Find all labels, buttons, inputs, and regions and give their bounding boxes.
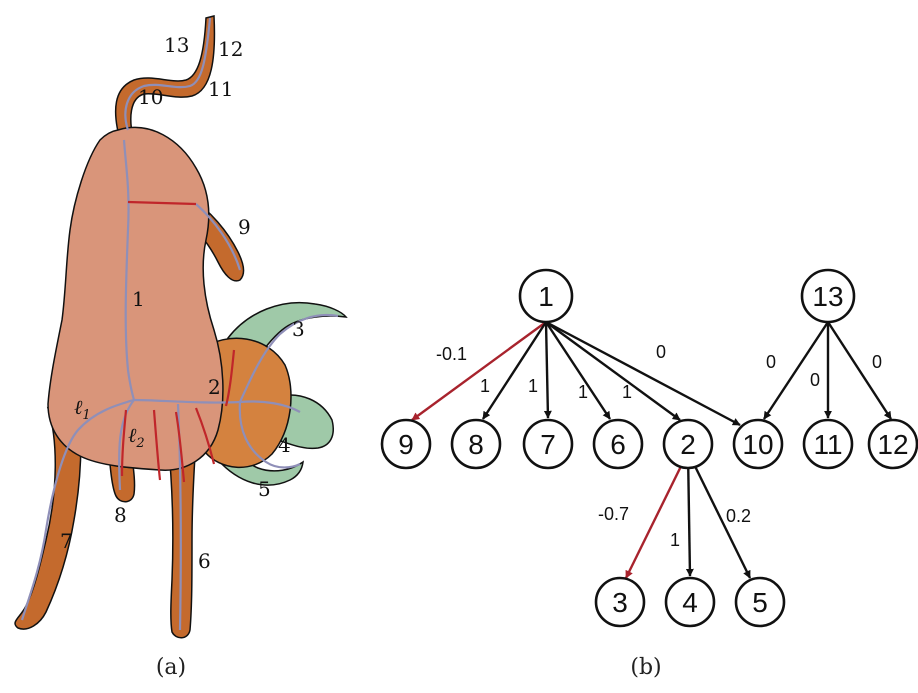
torso [47,126,224,471]
part-label-7: 7 [60,529,73,553]
tree-node-10: 10 [732,418,784,470]
skeleton-lines [20,17,339,631]
line-label-l2: ℓ2 [128,423,145,451]
tree-node-6: 6 [592,418,644,470]
edge-weight-1-10: 0 [656,342,666,362]
tree-node-7: 7 [522,418,574,470]
tree-node-12: 12 [867,418,918,470]
svg-text:9: 9 [398,429,414,460]
edge-weight-2-4: 1 [670,530,680,550]
part-label-8: 8 [114,503,127,527]
part-label-12: 12 [218,37,243,61]
tree-edges [411,320,893,579]
svg-text:11: 11 [813,429,842,460]
caption-a: (a) [156,655,186,680]
svg-text:10: 10 [742,429,773,460]
svg-text:4: 4 [682,587,698,618]
edge-1-9 [411,321,547,421]
part-label-5: 5 [258,477,271,501]
part-label-4: 4 [278,433,291,457]
tree-node-3: 3 [594,576,646,628]
edge-weight-13-12: 0 [872,352,882,372]
edge-weight-1-6: 1 [578,382,588,402]
edge-1-2 [545,321,681,421]
tree-node-9: 9 [380,418,432,470]
line-label-l1: ℓ1 [74,395,91,423]
part-label-6: 6 [198,549,211,573]
part-label-1: 1 [132,287,145,311]
svg-text:6: 6 [610,429,626,460]
edge-13-12 [826,321,893,420]
edge-weight-1-7: 1 [528,376,538,396]
svg-text:2: 2 [680,429,696,460]
tree-node-5: 5 [734,576,786,628]
edge-1-6 [544,321,612,420]
tree-node-2: 2 [662,418,714,470]
caption-b: (b) [630,655,661,680]
svg-text:8: 8 [468,429,484,460]
panel-a-bull-illustration: 13 12 11 10 9 1 3 2 4 5 6 7 8 ℓ1 ℓ2 [14,15,348,639]
leg-6 [167,439,197,639]
panel-b-tree: -0.1 1 1 1 1 0 0 0 0 -0.7 1 0.2 1 13 9 8 [380,268,918,628]
svg-text:1: 1 [538,281,554,312]
edge-1-10 [545,320,741,427]
part-label-10: 10 [138,85,163,109]
edge-weight-2-3: -0.7 [598,504,629,524]
edge-weight-1-8: 1 [480,376,490,396]
tree-node-13: 13 [800,268,856,324]
tree-node-4: 4 [664,576,716,628]
part-label-13: 13 [164,33,189,57]
edge-1-8 [481,321,548,420]
tree-node-8: 8 [450,418,502,470]
svg-text:5: 5 [752,587,768,618]
edge-weight-2-5: 0.2 [726,506,751,526]
edge-weight-13-11: 0 [810,370,820,390]
edge-2-5 [686,451,752,579]
edge-weight-13-10: 0 [766,352,776,372]
tree-node-1: 1 [518,268,574,324]
svg-text:13: 13 [812,281,843,312]
edge-1-7 [543,321,552,419]
cut-lines [120,200,236,483]
edge-2-4 [685,451,694,577]
svg-text:7: 7 [540,429,556,460]
part-label-2: 2 [208,375,221,399]
tree-node-11: 11 [802,418,854,470]
leg-7 [14,406,82,630]
edge-weight-1-2: 1 [622,382,632,402]
part-label-9: 9 [238,215,251,239]
edge-2-3 [624,451,690,579]
svg-text:12: 12 [877,429,908,460]
edge-weight-1-9: -0.1 [436,344,467,364]
part-label-11: 11 [208,77,233,101]
svg-text:3: 3 [612,587,628,618]
edge-13-10 [762,321,830,420]
part-label-3: 3 [292,317,305,341]
